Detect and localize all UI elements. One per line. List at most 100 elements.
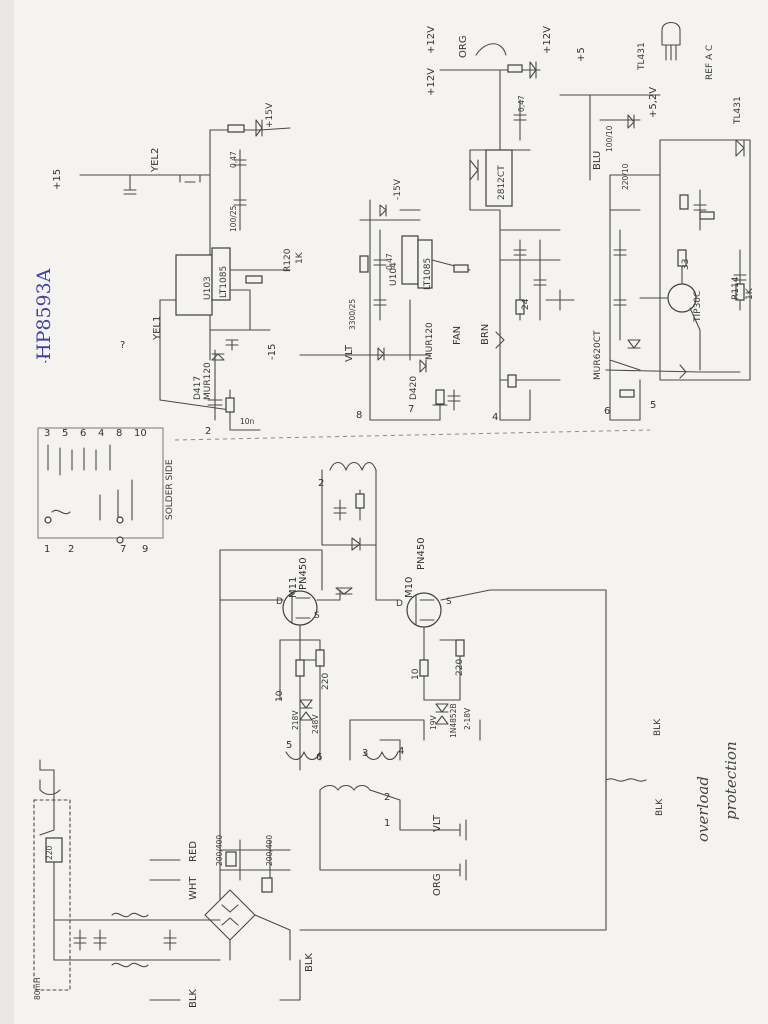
r80-label-group: 80mH: [33, 978, 42, 1001]
pin-1: 1: [44, 544, 50, 555]
caps: [613, 229, 627, 341]
lt1085a-label-group: LT1085: [219, 266, 229, 298]
rail-p5v2-label: +5,2V: [648, 87, 659, 118]
blk-overload-label-2: BLK: [655, 798, 665, 816]
wire: [545, 289, 575, 311]
caps-low: [209, 329, 271, 351]
cap: [693, 189, 707, 231]
p5v2-label-group: +5,2V: [648, 87, 659, 118]
cap-yel2: [123, 174, 137, 195]
wire: [229, 269, 291, 331]
resistor: [507, 64, 523, 73]
p12b-label-group: +12V: [426, 26, 437, 54]
rail-blk-label-2: BLK: [304, 953, 315, 972]
r220b-label-group: 220: [455, 659, 465, 676]
org-label-group: ORG: [458, 35, 469, 58]
lt1085b-label-group: LT1085: [423, 258, 433, 290]
diode: [255, 119, 263, 137]
cap-1n: [447, 389, 461, 411]
resistor: [435, 389, 445, 405]
rail-yel2-label: YEL2: [150, 148, 161, 173]
pin-1-out: 1: [384, 818, 390, 829]
wire: [53, 899, 221, 961]
wht-label-group: WHT: [188, 876, 199, 900]
wire: [499, 209, 561, 331]
tl431b-label-group: TL431: [733, 96, 743, 125]
r220-a-label: 220: [321, 673, 331, 690]
r114-label-group: R114: [731, 276, 741, 300]
pin-2: 2: [68, 544, 74, 555]
zener-pair-a: [299, 699, 313, 721]
overload-sense: [605, 759, 647, 801]
c220-mains-label: 220: [45, 845, 54, 860]
r114-label: R114: [731, 276, 741, 300]
blk-ovl2-label-group: BLK: [655, 798, 665, 816]
v15-label: +15V: [265, 102, 275, 128]
resistor: [619, 389, 635, 398]
switching-section: [219, 461, 647, 931]
pin-marker: [116, 536, 124, 544]
c100-10-label: 100/10: [605, 125, 614, 152]
u104-label-group: U104: [389, 262, 399, 286]
wire: [299, 589, 607, 931]
ref-label-group: REF A C: [705, 45, 715, 80]
cap-org-out: [459, 859, 467, 881]
rail-brn-label: BRN: [480, 324, 491, 345]
pn450-b-label: PN450: [416, 537, 427, 570]
rail-blk-label: BLK: [188, 989, 199, 1008]
r10-b-label: 10: [411, 668, 421, 680]
cap-200-400-b: [261, 877, 273, 893]
pin-marker: [116, 516, 124, 524]
diode: [379, 204, 387, 217]
r120-resistor: [245, 275, 263, 284]
r24-label-group: 24: [521, 298, 531, 310]
c3300-label: 3300/25: [348, 299, 357, 330]
resistor: [227, 124, 245, 133]
d420-label-group: D420: [409, 376, 419, 400]
mains-coil: [39, 759, 61, 796]
tl431-package-icon: [661, 21, 681, 61]
m10-body: [415, 595, 435, 625]
u103-label-group: U103: [203, 276, 213, 300]
resistor: [453, 264, 469, 273]
c220-10-label-group: 220/10: [621, 163, 630, 190]
blk-ovl-label-group: BLK: [653, 718, 663, 736]
red-label-group: RED: [188, 841, 199, 862]
r33-label-group: 33: [681, 259, 691, 270]
z248-label: 248V: [311, 714, 320, 734]
wire: [229, 914, 291, 961]
rail-wht-label: WHT: [188, 876, 199, 900]
diode: [599, 114, 641, 129]
d417-label: D417: [193, 376, 203, 400]
connector-windings-bottom: [51, 479, 133, 521]
wire: [499, 379, 531, 421]
r10a-label-group: 10: [275, 690, 285, 702]
lt1085-b-box: [417, 239, 433, 289]
d417-label-group: D417: [193, 376, 203, 400]
mur620ct-label-group: MUR620CT: [593, 330, 603, 380]
unknown-mark: ?: [120, 340, 125, 351]
pin-2-top: 2: [318, 478, 324, 489]
p5-label-group: +5: [576, 47, 587, 62]
tl431-a-label: TL431: [637, 42, 647, 71]
overload-note: overload: [694, 776, 712, 842]
org-out-label-group: ORG: [432, 873, 443, 896]
diode: [529, 61, 537, 79]
c220-label-group: 220: [45, 845, 54, 860]
pin-5-right: 5: [650, 400, 656, 411]
cap-vlt-out: [459, 819, 467, 841]
mur120-a-label: MUR120: [203, 362, 213, 400]
r120-label: R120: [283, 248, 293, 272]
vlt-label-group: VLT: [344, 344, 355, 362]
org-out-label: ORG: [432, 873, 443, 896]
lt1085-b-label: LT1085: [423, 258, 433, 290]
c200-400-a-label: 200/400: [215, 835, 224, 866]
p15-label-group: +15: [52, 169, 63, 190]
pos12-regulator: [439, 43, 575, 421]
d420-label: D420: [409, 376, 419, 400]
p12a-label-group: +12V: [426, 68, 437, 96]
pin-10: 10: [134, 428, 147, 439]
r120-label-group: R120: [283, 248, 293, 272]
wire: [559, 94, 661, 181]
cap: [513, 99, 527, 141]
